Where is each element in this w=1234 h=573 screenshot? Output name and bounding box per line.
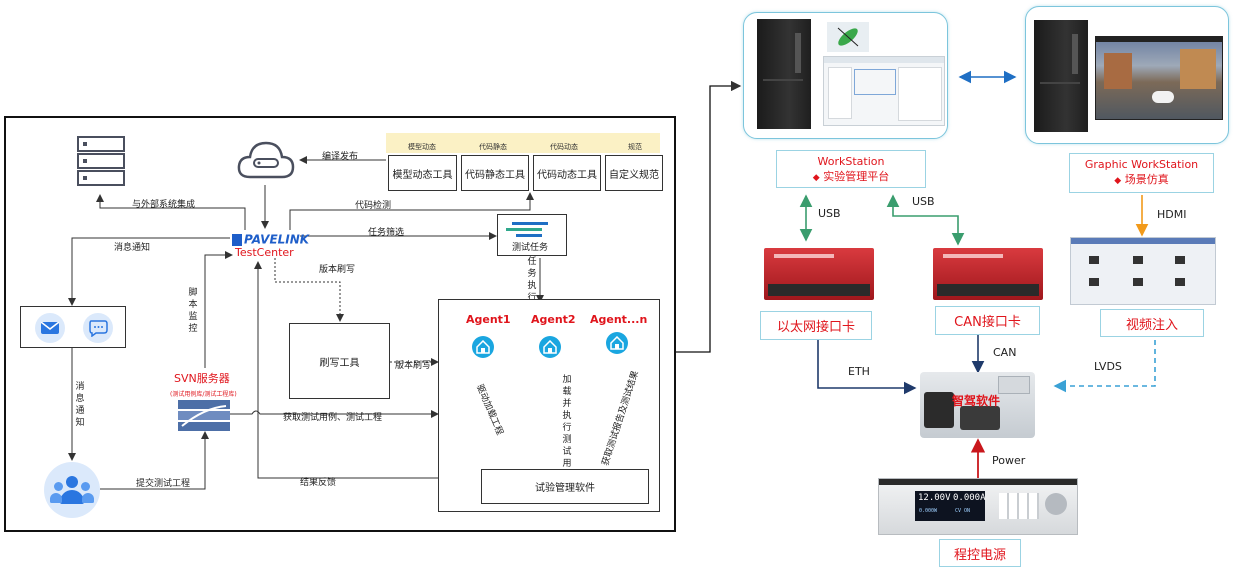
tool-tag-code-static: 代码静态 [479, 143, 507, 151]
server-icon [77, 136, 125, 188]
psu-display: 12.00V 0.000A 0.000W CV ON [915, 491, 986, 521]
flash-tool-box[interactable]: 刷写工具 [289, 323, 390, 399]
software-logo [827, 22, 869, 52]
link-usb-1: USB [818, 207, 841, 220]
software-screenshot [823, 56, 945, 126]
pavelink-icon [232, 233, 242, 246]
tools-header-band [386, 133, 660, 153]
link-lvds: LVDS [1094, 360, 1122, 373]
scene-simulation-view [1095, 36, 1223, 120]
workstation-label[interactable]: WorkStation ◆ 实验管理平台 [776, 150, 926, 188]
workstation-bullet: ◆ [812, 173, 820, 183]
messaging-box [20, 306, 126, 348]
graphic-workstation-subtitle: 场景仿真 [1124, 173, 1169, 186]
agent-n-label: Agent...n [590, 313, 648, 326]
link-usb-2: USB [912, 195, 935, 208]
label-result-feedback: 结果反馈 [300, 478, 337, 488]
testcenter-label: TestCenter [235, 246, 294, 259]
tool-tag-spec: 规范 [628, 143, 642, 151]
graphic-tower [1034, 20, 1088, 132]
agent-2-label: Agent2 [531, 313, 576, 326]
mail-icon [35, 313, 65, 343]
label-get-cases: 获取测试用例、测试工程 [283, 413, 383, 423]
graphic-workstation-label[interactable]: Graphic WorkStation ◆ 场景仿真 [1069, 153, 1214, 193]
label-compile-publish: 编译发布 [322, 152, 359, 162]
label-submit-project: 提交测试工程 [136, 479, 191, 489]
workstation-title: WorkStation [817, 155, 885, 168]
agent-n-icon[interactable] [606, 332, 628, 354]
cloud-icon [237, 141, 295, 179]
label-message-notify: 消息通知 [114, 243, 151, 253]
tool-tag-code-dynamic: 代码动态 [550, 143, 578, 151]
link-can: CAN [993, 346, 1017, 359]
psu-power: 0.000W [919, 508, 938, 514]
video-injection-label[interactable]: 视频注入 [1100, 309, 1204, 337]
power-supply-label[interactable]: 程控电源 [939, 539, 1021, 567]
test-task-box[interactable]: 测试任务 [497, 214, 567, 256]
label-task-exec: 任务执行 [527, 257, 537, 303]
can-card-label[interactable]: CAN接口卡 [935, 306, 1040, 335]
tool-tag-model: 模型动态 [408, 143, 436, 151]
ethernet-card-device [764, 248, 874, 300]
user-group-icon [44, 462, 100, 518]
psu-current: 0.000A [953, 493, 986, 503]
ethernet-card-label[interactable]: 以太网接口卡 [760, 311, 872, 340]
power-supply-device: 12.00V 0.000A 0.000W CV ON [878, 478, 1078, 535]
pavelink-logo: PAVELINK [232, 229, 310, 247]
link-power: Power [992, 454, 1026, 467]
video-injection-device [1070, 237, 1216, 305]
svn-icon [178, 400, 230, 432]
workstation-subtitle: 实验管理平台 [823, 170, 890, 183]
agent-1-label: Agent1 [466, 313, 511, 326]
tool-code-static[interactable]: 代码静态工具 [461, 155, 529, 191]
tool-model-dynamic[interactable]: 模型动态工具 [388, 155, 457, 191]
mgmt-software-box[interactable]: 试验管理软件 [481, 469, 649, 504]
test-task-icon [512, 222, 548, 225]
psu-voltage: 12.00V [918, 493, 951, 503]
link-hdmi: HDMI [1157, 208, 1187, 221]
pavelink-logo-text: PAVELINK [244, 232, 310, 247]
graphic-workstation-title: Graphic WorkStation [1084, 158, 1199, 171]
label-message-notify-vertical: 消息通知 [75, 382, 85, 428]
label-task-filter: 任务筛选 [368, 228, 405, 238]
label-code-check: 代码检测 [355, 201, 392, 211]
label-load-exec-cases: 加载并执行测试用例 [562, 375, 572, 481]
svn-subtitle: (测试用例库/测试工程库) [170, 391, 237, 398]
label-version-flash-2: 版本刷写 [395, 361, 432, 371]
label-external-integration: 与外部系统集成 [132, 200, 196, 210]
tool-code-dynamic[interactable]: 代码动态工具 [533, 155, 601, 191]
agent-1-icon[interactable] [472, 336, 494, 358]
link-eth: ETH [848, 365, 870, 378]
psu-mode: CV ON [955, 508, 971, 514]
svn-title: SVN服务器 [174, 372, 230, 385]
ecu-device [920, 372, 1035, 438]
label-version-flash: 版本刷写 [319, 265, 356, 275]
ecu-label: 智驾软件 [952, 394, 1001, 408]
workstation-tower [757, 19, 811, 129]
chat-icon [83, 313, 113, 343]
label-script-monitor: 脚本监控 [188, 288, 198, 334]
tool-custom-spec[interactable]: 自定义规范 [605, 155, 663, 191]
graphic-workstation-bullet: ◆ [1114, 176, 1122, 186]
can-card-device [933, 248, 1043, 300]
agent-2-icon[interactable] [539, 336, 561, 358]
test-task-label: 测试任务 [512, 243, 549, 253]
